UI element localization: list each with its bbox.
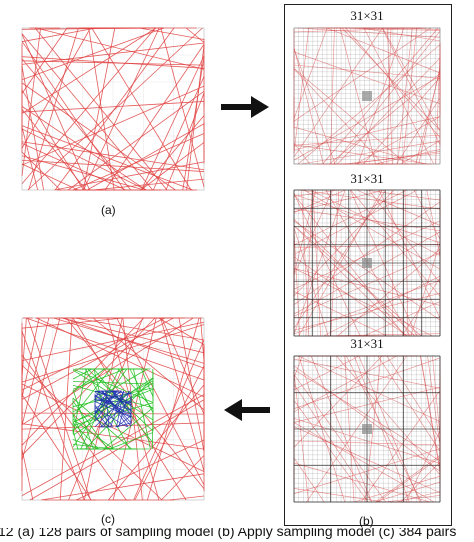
right-arrow-icon [221,96,269,118]
left-arrow-icon [224,399,270,421]
panel-c-plot [18,314,208,504]
sampling-grid-3 [293,355,441,503]
line-plot-c [21,317,205,501]
grid-title-3: 31×31 [350,336,384,351]
panel-b-frame [284,4,452,526]
grid-title-1: 31×31 [350,8,384,23]
sampling-grid-2 [293,189,441,337]
grid-title-2: 31×31 [350,171,384,186]
panel-b-label: (b) [359,514,374,528]
panel-a-plot [18,24,208,194]
panel-a-label: (a) [101,203,116,217]
panel-c-label: (c) [101,512,115,526]
line-plot-a [21,27,205,191]
sampling-grid-1 [293,27,441,165]
figure-caption: 12 (a) 128 pairs of sampling model (b) A… [0,528,457,539]
grid-plot-1 [292,26,442,166]
grid-plot-3 [292,354,442,504]
grid-plot-2 [292,188,442,338]
